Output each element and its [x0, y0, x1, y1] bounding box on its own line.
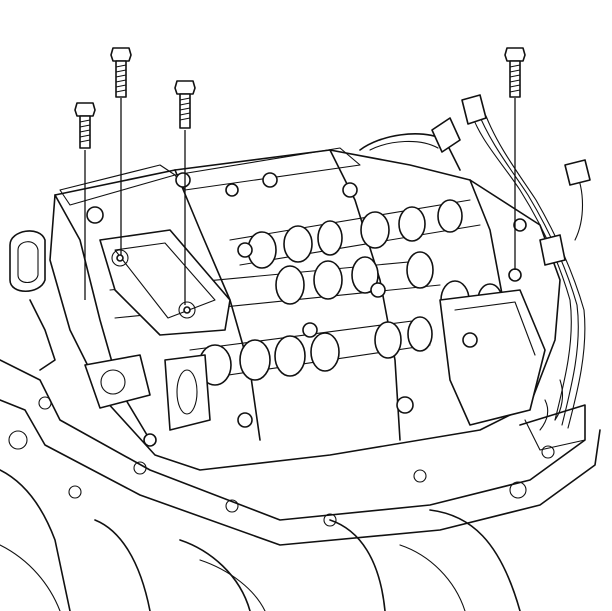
bolt-4 [504, 47, 526, 270]
flange-bolt-hole [541, 445, 555, 459]
flange-bolt-hole [68, 485, 82, 499]
flange-bolt-hole [8, 430, 28, 450]
bolt-3 [174, 80, 196, 305]
bolt-1 [74, 102, 96, 300]
flange-bolt-hole [323, 513, 337, 527]
connector [431, 94, 591, 266]
mounting-bolts [74, 47, 526, 305]
flange-bolt-hole [509, 481, 527, 499]
bolt-2 [110, 47, 132, 255]
flange-bolt-hole [133, 461, 147, 475]
body-bolt-heads [86, 172, 527, 447]
flange-bolt-hole [413, 469, 427, 483]
flange-bolt-hole [38, 396, 52, 410]
spool-row-upper [229, 199, 481, 269]
retainer-plate [99, 229, 231, 336]
flange-bolt-hole [225, 499, 239, 513]
oil-pan-flange [0, 359, 601, 546]
front-block [84, 354, 211, 431]
transmission-case [0, 469, 521, 611]
spool-row-lower [189, 316, 433, 386]
end-plate [439, 289, 546, 426]
